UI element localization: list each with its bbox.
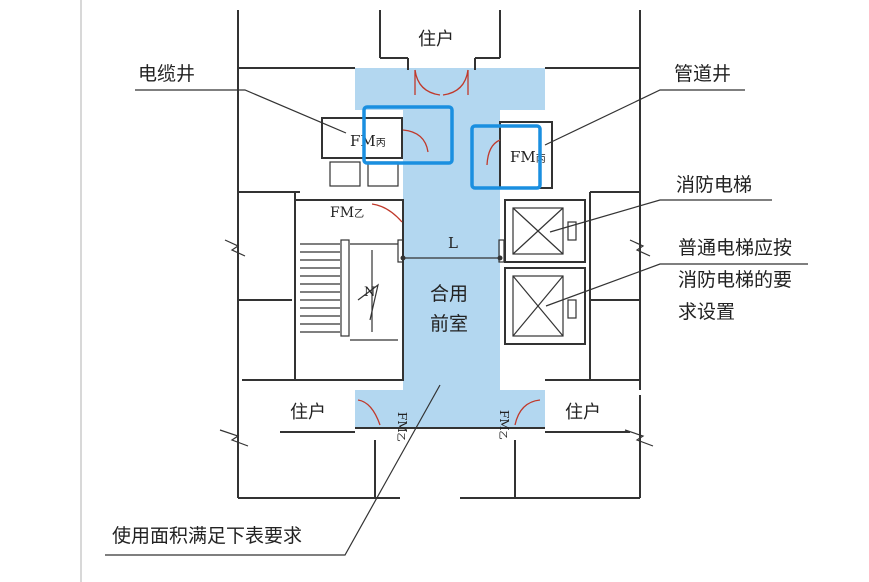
fm-yi-right-label: FM乙	[497, 410, 511, 440]
normal-elevator-label-line2: 消防电梯的要	[678, 269, 792, 291]
anteroom-label-line1: 合用	[430, 283, 468, 305]
fm-yi-left-label: FM乙	[395, 412, 409, 442]
normal-elevator-label-line3: 求设置	[678, 301, 735, 323]
pipe-shaft-label: 管道井	[674, 63, 731, 85]
dimension-dot-right	[497, 255, 503, 261]
fm-bing-cable-label: FM丙	[350, 132, 386, 150]
doors	[357, 69, 541, 426]
stair-n-label: N	[364, 285, 375, 300]
area-requirement-label: 使用面积满足下表要求	[112, 525, 302, 547]
building-walls	[219, 10, 654, 499]
area-requirement-leader	[105, 384, 441, 556]
cable-shaft-label: 电缆井	[138, 63, 195, 85]
anteroom-label-line2: 前室	[430, 313, 468, 335]
shared-anteroom-area	[355, 68, 545, 428]
normal-elevator-label-line1: 普通电梯应按	[678, 237, 792, 259]
fire-elevator-label: 消防电梯	[676, 174, 752, 196]
staircase	[300, 239, 398, 341]
fire-elevator-leader	[549, 199, 772, 233]
pipe-shaft-leader	[544, 89, 745, 146]
highlight-box-pipe-door	[470, 124, 542, 190]
residence-left-label: 住户	[290, 402, 326, 423]
residence-right-label: 住户	[565, 402, 601, 423]
dimension-dot-left	[400, 255, 406, 261]
dimension-label: L	[448, 234, 458, 252]
normal-elevator-leader	[545, 263, 808, 307]
cable-shaft-leader	[135, 89, 347, 134]
highlight-box-cable-door	[362, 105, 454, 165]
fm-yi-stair-label: FM乙	[330, 205, 364, 221]
residence-top-label: 住户	[418, 29, 454, 50]
